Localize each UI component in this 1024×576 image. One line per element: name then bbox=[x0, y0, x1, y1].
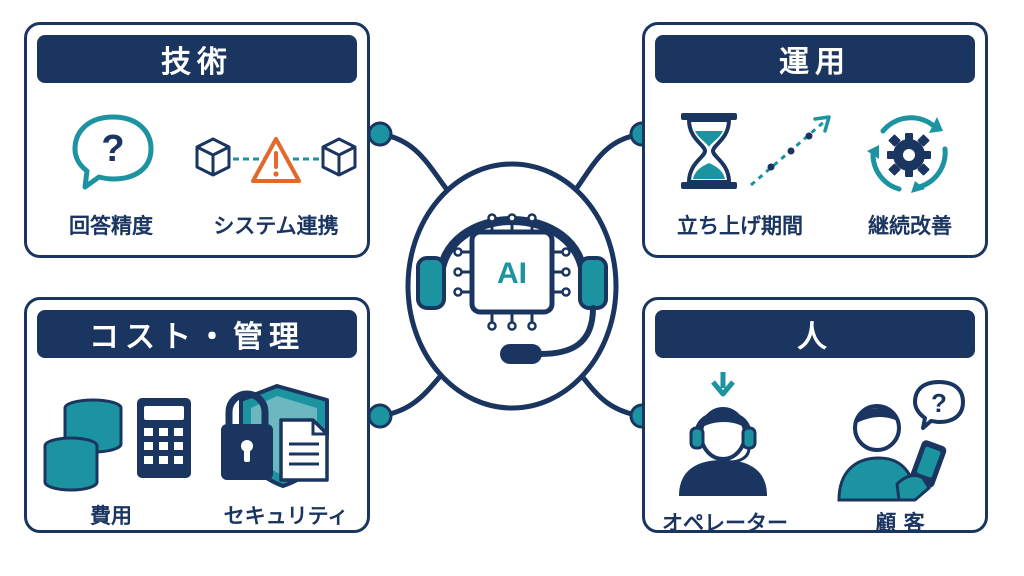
operator-icon bbox=[679, 372, 767, 496]
question-bubble-icon: ? bbox=[72, 114, 154, 190]
svg-text:?: ? bbox=[931, 388, 947, 418]
panel-cost-title: コスト・管理 bbox=[37, 310, 357, 358]
panel-cost: コスト・管理 費用 セキュリティ bbox=[24, 297, 370, 533]
item-label-security: セキュリティ bbox=[223, 504, 349, 528]
item-label-continuous-improvement: 継続改善 bbox=[868, 214, 952, 238]
item-label-customer: 顧 客 bbox=[875, 511, 925, 535]
connector-node-cost bbox=[367, 403, 393, 429]
panel-people-title: 人 bbox=[655, 310, 975, 358]
hourglass-icon bbox=[681, 113, 831, 189]
item-label-operator: オペレーター bbox=[662, 511, 788, 535]
panel-ops: 運用 立ち上げ期間 bbox=[642, 22, 988, 258]
integration-warning-icon bbox=[195, 137, 357, 183]
svg-text:?: ? bbox=[101, 128, 124, 170]
headset-left-ear bbox=[416, 256, 446, 310]
coins-calculator-icon bbox=[43, 398, 191, 492]
item-label-answer-accuracy: 回答精度 bbox=[69, 214, 153, 238]
connector-line-tech bbox=[377, 131, 458, 203]
headset-right-ear bbox=[578, 256, 608, 310]
item-label-system-integration: システム連携 bbox=[213, 214, 339, 238]
headset-mic-arm bbox=[537, 305, 596, 357]
item-label-cost: 費用 bbox=[90, 504, 132, 528]
connector-node-tech bbox=[367, 121, 393, 147]
panel-tech: 技術 ? 回答精度 システム連携 bbox=[24, 22, 370, 258]
cycle-gear-icon bbox=[867, 115, 948, 193]
ai-chip bbox=[469, 229, 555, 315]
item-label-ramp-up-period: 立ち上げ期間 bbox=[677, 214, 803, 238]
panel-ops-title: 運用 bbox=[655, 35, 975, 83]
ai-chip-label: AI bbox=[497, 257, 527, 290]
panel-tech-title: 技術 bbox=[37, 35, 357, 83]
panel-people: 人 オペレーター ? 顧 客 bbox=[642, 297, 988, 535]
customer-icon: ? bbox=[837, 380, 965, 502]
lock-shield-icon bbox=[221, 384, 329, 488]
headset-mic bbox=[500, 344, 542, 364]
